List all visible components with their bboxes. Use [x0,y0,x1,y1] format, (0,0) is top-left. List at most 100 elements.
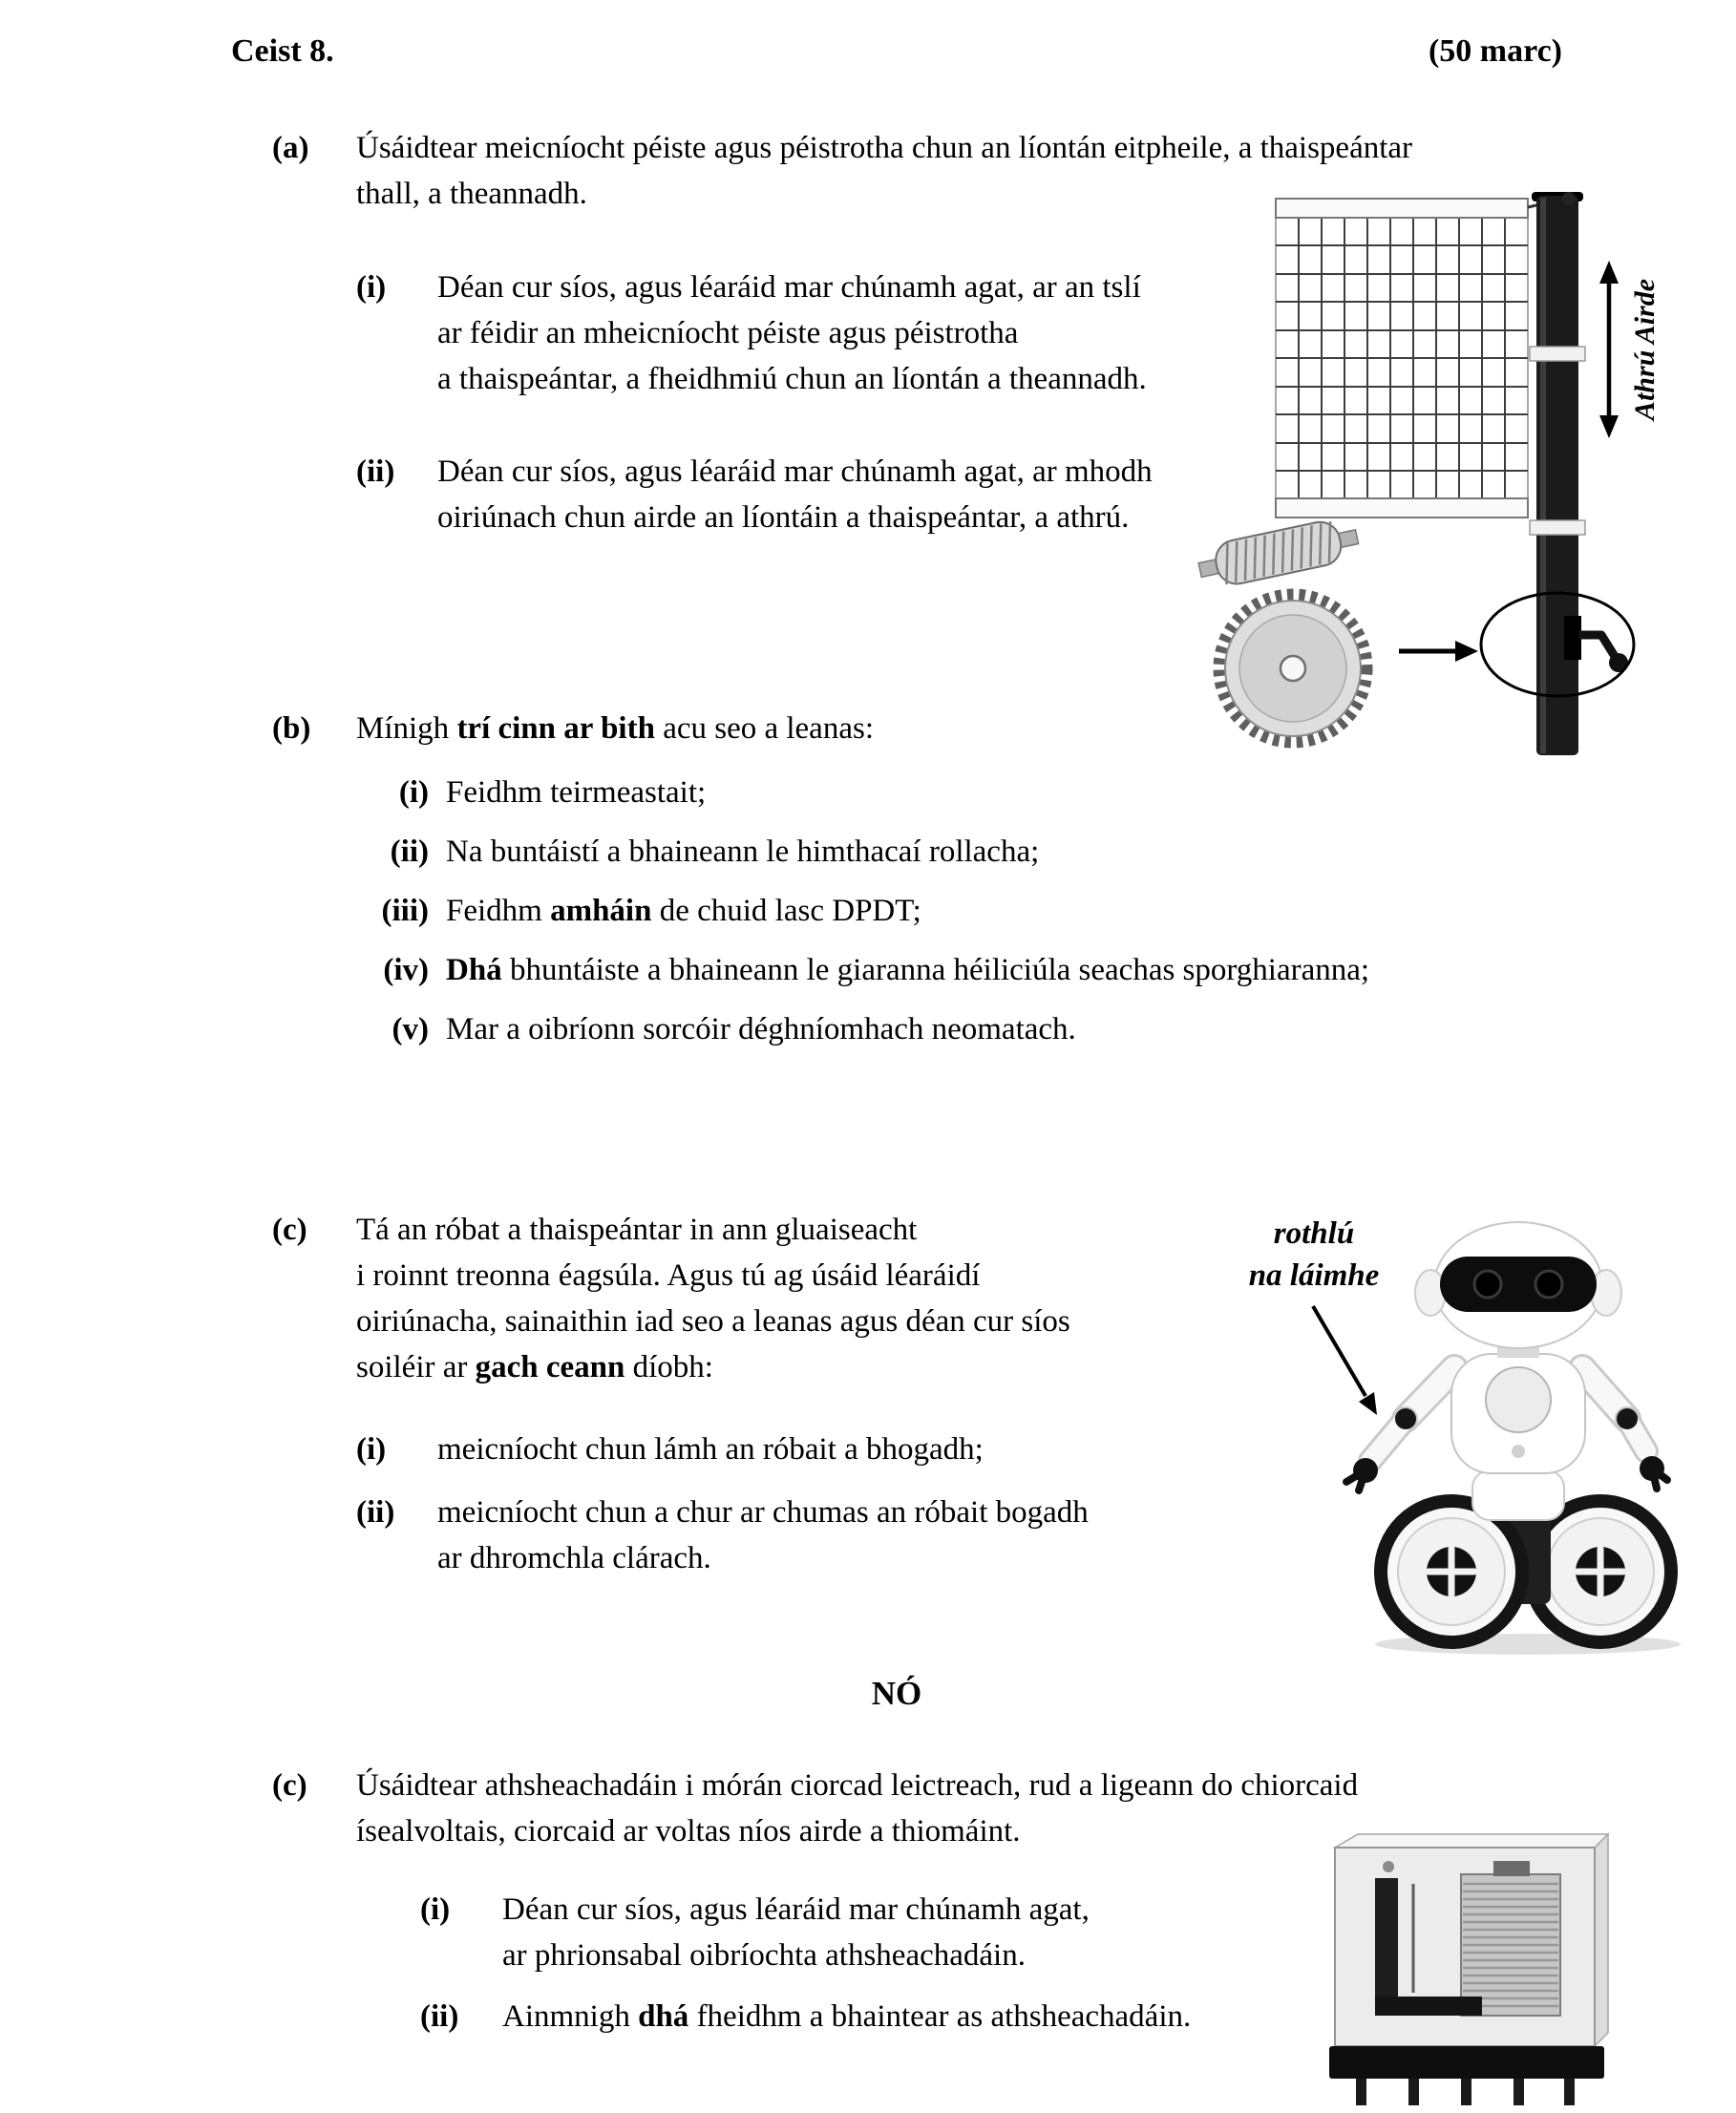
part-a-intro-text: Úsáidtear meicníocht péiste agus péistro… [356,125,1412,217]
text-line: a thaispeántar, a fheidhmiú chun an líon… [437,362,1147,396]
crank-handle [1564,616,1628,672]
part-b-items: (i) Feidhm teirmeastait; (ii) Na buntáis… [356,770,1370,1066]
robot-arm-left [1343,1354,1469,1494]
item-label: (ii) [356,1495,395,1530]
pole-strap-upper [1529,346,1586,362]
list-item: (ii) Na buntáistí a bhaineann le himthac… [356,829,1369,875]
robot-chest-button [1512,1445,1525,1458]
item-text: meicníocht chun lámh an róbait a bhogadh… [437,1426,984,1472]
item-text: Ainmnigh dhá fheidhm a bhaintear as aths… [502,1994,1191,2039]
text-line: rothlú [1273,1216,1355,1251]
part-c-robot-item-ii: (ii) meicníocht chun a chur ar chumas an… [356,1490,1089,1581]
text-line: Mínigh trí cinn ar bith acu seo a leanas… [356,711,874,746]
part-c-robot-item-i: (i) meicníocht chun lámh an róbait a bho… [356,1426,984,1472]
robot-eye-left [1472,1269,1503,1299]
item-text: Feidhm amháin de chuid lasc DPDT; [446,894,921,928]
list-item: (iii) Feidhm amháin de chuid lasc DPDT; [356,888,1369,934]
or-divider: NÓ [871,1675,922,1712]
part-b-heading: (b) Mínigh trí cinn ar bith acu seo a le… [272,706,874,751]
relay-pins [1356,2079,1575,2105]
text-line: Déan cur síos, agus léaráid mar chúnamh … [502,1892,1090,1927]
robot-right-wheel [1523,1494,1678,1649]
robot-visor [1440,1257,1597,1312]
robot-torso [1450,1353,1586,1474]
item-text: Déan cur síos, agus léaráid mar chúnamh … [502,1887,1090,1978]
text-line: Déan cur síos, agus léaráid mar chúnamh … [437,454,1153,489]
text-line: oiriúnacha, sainaithin iad seo a leanas … [356,1304,1070,1339]
text-line: ar dhromchla clárach. [437,1541,711,1575]
text-line: ar féidir an mheicníocht péiste agus péi… [437,316,1019,350]
part-a-intro: (a) Úsáidtear meicníocht péiste agus péi… [272,125,1412,217]
part-c-relay-item-i: (i) Déan cur síos, agus léaráid mar chún… [420,1887,1090,1978]
list-item: (iv) Dhá bhuntáiste a bhaineann le giara… [356,947,1369,993]
item-text: Feidhm teirmeastait; [446,775,707,810]
item-label: (ii) [390,835,429,869]
item-text: Déan cur síos, agus léaráid mar chúnamh … [437,449,1153,540]
question-number: Ceist 8. [231,33,334,69]
part-a-label: (a) [272,131,309,165]
text-line: Úsáidtear athsheachadáin i mórán ciorcad… [356,1768,1359,1803]
text-line: Ainmnigh dhá fheidhm a bhaintear as aths… [502,1999,1192,2034]
text-line: ar phrionsabal oibríochta athsheachadáin… [502,1938,1026,1973]
part-c-relay-intro: Úsáidtear athsheachadáin i mórán ciorcad… [356,1763,1358,1854]
text-line: meicníocht chun a chur ar chumas an róba… [437,1495,1089,1530]
text-line: Úsáidtear meicníocht péiste agus péistro… [356,131,1413,165]
robot-chest-speaker [1485,1366,1552,1433]
relay-base [1329,2046,1604,2079]
item-label: (v) [392,1012,429,1046]
item-text: Mar a oibríonn sorcóir déghníomhach neom… [446,1012,1076,1046]
item-text: Dhá bhuntáiste a bhaineann le giaranna h… [446,953,1370,987]
part-c-label: (c) [272,1213,307,1247]
item-label: (i) [356,1432,387,1467]
item-label: (ii) [356,454,395,489]
list-item: (v) Mar a oibríonn sorcóir déghníomhach … [356,1006,1369,1052]
robot-hip [1471,1469,1565,1521]
item-label: (i) [356,270,387,305]
text-line: Tá an róbat a thaispeántar in ann gluais… [356,1213,918,1247]
text-line: oiriúnach chun airde an líontáin a thais… [437,500,1130,535]
item-text: Déan cur síos, agus léaráid mar chúnamh … [437,264,1147,402]
robot-hand-caption: rothlú na láimhe [1218,1213,1409,1297]
part-c-label: (c) [272,1768,307,1803]
robot-left-wheel [1374,1494,1529,1649]
part-b-label: (b) [272,711,311,746]
text-line: thall, a theannadh. [356,177,587,211]
height-label: Athrú Airde [1629,279,1661,422]
item-label: (i) [398,775,429,810]
robot-eye-right [1534,1269,1564,1299]
list-item: (i) Feidhm teirmeastait; [356,770,1369,815]
robot-head [1414,1221,1622,1349]
text-line: Déan cur síos, agus léaráid mar chúnamh … [437,270,1141,305]
text-line: soiléir ar gach ceann díobh: [356,1350,713,1384]
worm-screw [1197,520,1360,585]
part-c-relay-item-ii: (ii) Ainmnigh dhá fheidhm a bhaintear as… [420,1994,1191,2039]
pole-strap-lower [1529,519,1586,536]
item-text: meicníocht chun a chur ar chumas an róba… [437,1490,1089,1581]
part-a-item-ii: (ii) Déan cur síos, agus léaráid mar chú… [356,449,1153,540]
item-label: (ii) [420,1999,459,2034]
net-pole [1529,192,1586,755]
part-b-heading-text: Mínigh trí cinn ar bith acu seo a leanas… [356,706,874,751]
crank-highlight-ellipse [1479,591,1636,698]
worm-gear [1213,588,1373,749]
hand-label-arrow [1311,1304,1377,1415]
robot-figure [1311,1221,1681,1655]
robot-arm-right [1568,1354,1671,1492]
part-c-relay-heading: (c) Úsáidtear athsheachadáin i mórán cio… [272,1763,1358,1854]
part-c-robot-intro: Tá an róbat a thaispeántar in ann gluais… [356,1207,1070,1390]
height-adjust-arrow [1599,261,1619,438]
text-line: ísealvoltais, ciorcaid ar voltas níos ai… [356,1814,1021,1849]
relay-armature [1375,1861,1482,2016]
marks-label: (50 marc) [1428,33,1562,69]
part-a-item-i: (i) Déan cur síos, agus léaráid mar chún… [356,264,1147,402]
item-label: (iii) [381,894,429,928]
text-line: i roinnt treonna éagsúla. Agus tú ag úsá… [356,1258,981,1293]
item-label: (iv) [383,953,429,987]
part-c-robot-heading: (c) Tá an róbat a thaispeántar in ann gl… [272,1207,1070,1390]
volleyball-net [1275,198,1529,518]
item-text: Na buntáistí a bhaineann le himthacaí ro… [446,835,1040,869]
pulley [1562,192,1576,205]
relay-coil [1460,1861,1561,2017]
net-tensioner-figure: Athrú Airde [1197,192,1661,755]
